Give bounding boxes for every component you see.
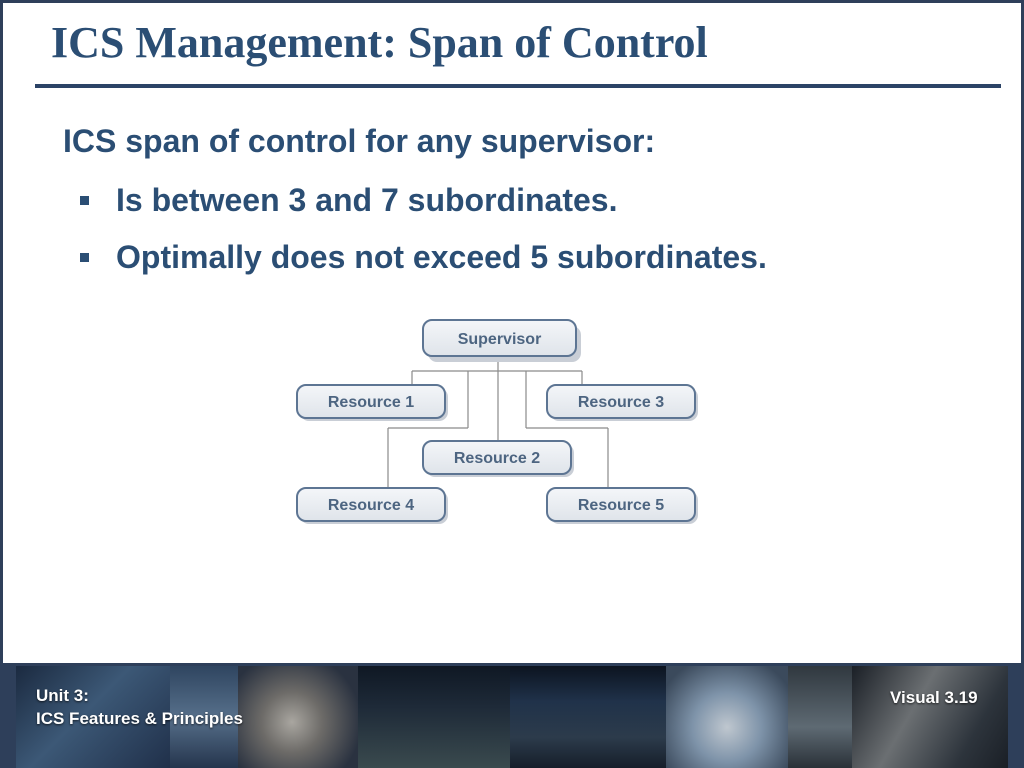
footer-photo-hospital <box>788 666 852 768</box>
footer-photo-control-room <box>510 666 666 768</box>
unit-caption: Unit 3: ICS Features & Principles <box>36 684 243 730</box>
resource-box-2: Resource 2 <box>422 440 574 477</box>
resource-label: Resource 4 <box>328 497 414 514</box>
footer-photo-microscope <box>170 666 238 768</box>
unit-number: Unit 3: <box>36 686 89 705</box>
slide-title: ICS Management: Span of Control <box>51 18 708 67</box>
resource-box-4: Resource 4 <box>296 487 448 524</box>
resource-label: Resource 3 <box>578 394 664 411</box>
lead-text: ICS span of control for any supervisor: <box>63 123 656 159</box>
footer-banner: Unit 3: ICS Features & Principles Visual… <box>16 666 1008 768</box>
square-bullet-icon <box>80 196 89 205</box>
bullet-text: Is between 3 and 7 subordinates. <box>116 182 618 218</box>
resource-label: Resource 1 <box>328 394 414 411</box>
resource-box-3: Resource 3 <box>546 384 698 421</box>
supervisor-label: Supervisor <box>458 331 542 348</box>
bullet-text: Optimally does not exceed 5 subordinates… <box>116 239 767 275</box>
footer-photo-medical-staff <box>666 666 788 768</box>
connector-lines <box>387 359 609 488</box>
unit-title: ICS Features & Principles <box>36 709 243 728</box>
resource-label: Resource 2 <box>454 450 540 467</box>
footer-photo-scientist <box>238 666 358 768</box>
resource-box-1: Resource 1 <box>296 384 448 421</box>
slide: ICS Management: Span of Control ICS span… <box>3 3 1021 663</box>
resource-label: Resource 5 <box>578 497 664 514</box>
title-divider <box>35 84 1001 88</box>
footer-photo-lab <box>16 666 170 768</box>
footer-photo-building <box>358 666 510 768</box>
supervisor-box: Supervisor <box>422 319 581 362</box>
resource-box-5: Resource 5 <box>546 487 698 524</box>
footer-photo-ambulance <box>852 666 1008 768</box>
square-bullet-icon <box>80 253 89 262</box>
visual-number: Visual 3.19 <box>890 688 978 707</box>
org-chart: Supervisor Resource 1 Resource 3 Resourc… <box>296 319 698 524</box>
